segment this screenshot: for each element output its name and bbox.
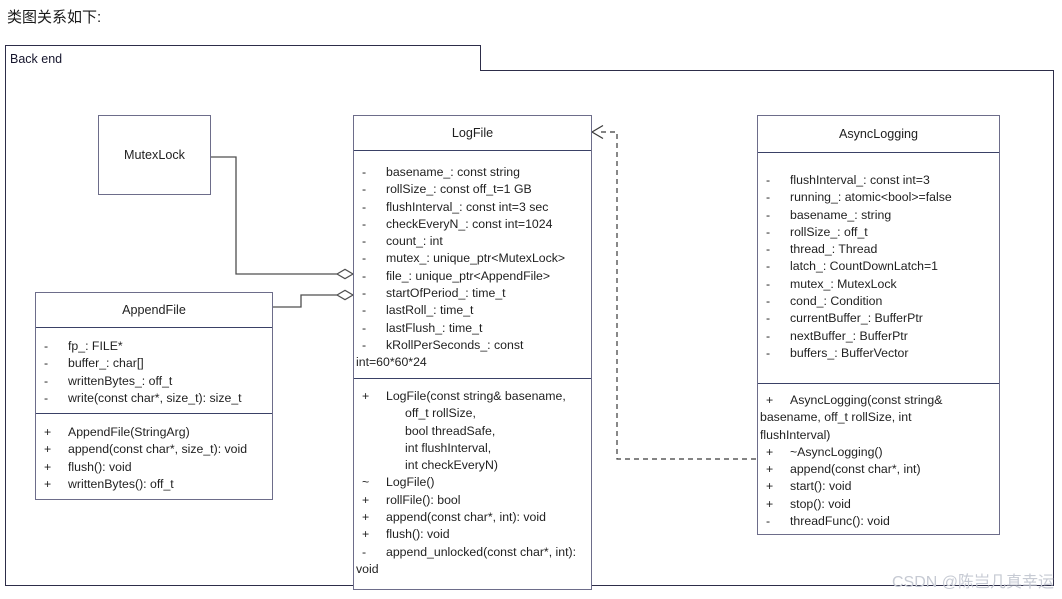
page-title: 类图关系如下: [7, 9, 102, 26]
member-row: bool threadSafe, [405, 423, 496, 438]
aggregation-diamond-icon [335, 268, 355, 280]
member-row: -kRollPerSeconds_: const [362, 337, 524, 352]
class-appendfile-header: AppendFile [36, 293, 272, 328]
class-logfile-methods: +LogFile(const string& basename, off_t ro… [354, 379, 591, 578]
class-mutexlock: MutexLock [98, 115, 211, 195]
aggregation-diamond-icon [335, 289, 355, 301]
member-row: -file_: unique_ptr<AppendFile> [362, 268, 551, 283]
member-row: -fp_: FILE* [44, 339, 123, 353]
member-row: +start(): void [766, 479, 852, 494]
member-row: +append(const char*, int) [766, 462, 921, 477]
member-row: int checkEveryN) [405, 458, 498, 473]
member-row: -running_: atomic<bool>=false [766, 190, 952, 205]
member-row: -buffers_: BufferVector [766, 345, 909, 360]
member-row: -lastRoll_: time_t [362, 303, 474, 318]
aggregation-line-mutexlock-logfile [211, 156, 337, 275]
class-mutexlock-name: MutexLock [124, 148, 185, 162]
member-row: -flushInterval_: const int=3 [766, 173, 930, 187]
member-row: +writtenBytes(): off_t [44, 476, 174, 491]
member-row: -cond_: Condition [766, 294, 883, 309]
backend-frame-label: Back end [10, 51, 63, 66]
member-row: -rollSize_: const off_t=1 GB [362, 182, 532, 197]
member-row: +AppendFile(StringArg) [44, 425, 190, 439]
member-row: int=60*60*24 [356, 355, 427, 370]
member-row: off_t rollSize, [405, 406, 476, 421]
class-asynclogging: AsyncLogging -flushInterval_: const int=… [757, 115, 1000, 535]
class-appendfile-attributes: -fp_: FILE* -buffer_: char[] -writtenBytes… [36, 328, 272, 414]
class-appendfile-methods: +AppendFile(StringArg) +append(const char… [36, 414, 272, 493]
member-row: -flushInterval_: const int=3 sec [362, 199, 549, 214]
member-row: -append_unlocked(const char*, int): [362, 544, 577, 559]
member-row: -thread_: Thread [766, 242, 878, 257]
member-row: -checkEveryN_: const int=1024 [362, 216, 553, 231]
member-row: -buffer_: char[] [44, 356, 144, 371]
member-row: -latch_: CountDownLatch=1 [766, 259, 939, 274]
class-asynclogging-methods: +AsyncLogging(const string&basename, off… [758, 384, 999, 530]
class-asynclogging-attributes: -flushInterval_: const int=3 -running_: a… [758, 153, 999, 384]
member-row: basename, off_t rollSize, int [760, 410, 912, 425]
member-row: int flushInterval, [405, 440, 492, 455]
member-row: -nextBuffer_: BufferPtr [766, 328, 908, 343]
dependency-line-asynclogging-logfile [601, 131, 757, 460]
class-logfile: LogFile -basename_: const string -rollSiz… [353, 115, 592, 590]
member-row: +flush(): void [362, 527, 450, 542]
member-row: ~LogFile() [362, 475, 435, 490]
member-row: -mutex_: MutexLock [766, 276, 897, 291]
member-row: -startOfPeriod_: time_t [362, 286, 506, 301]
class-logfile-attributes: -basename_: const string -rollSize_: cons… [354, 151, 591, 379]
aggregation-line-appendfile-logfile [273, 294, 337, 308]
member-row: +flush(): void [44, 459, 132, 474]
member-row: -writtenBytes_: off_t [44, 373, 173, 388]
member-row: -mutex_: unique_ptr<MutexLock> [362, 251, 566, 266]
class-appendfile: AppendFile -fp_: FILE* -buffer_: char[] -w… [35, 292, 273, 500]
member-row: -basename_: const string [362, 165, 520, 179]
member-row: +stop(): void [766, 496, 851, 511]
class-asynclogging-header: AsyncLogging [758, 116, 999, 153]
member-row: -count_: int [362, 234, 443, 249]
member-row: +rollFile(): bool [362, 492, 461, 507]
backend-frame-tab: Back end [5, 45, 481, 71]
member-row: -basename_: string [766, 207, 892, 222]
member-row: +AsyncLogging(const string& [766, 393, 943, 407]
member-row: -rollSize_: off_t [766, 224, 868, 239]
member-row: +LogFile(const string& basename, [362, 389, 566, 403]
class-appendfile-name: AppendFile [122, 303, 186, 317]
class-logfile-name: LogFile [451, 126, 494, 140]
member-row: -lastFlush_: time_t [362, 320, 483, 335]
csdn-watermark: CSDN @陈岂几真幸运 [891, 574, 1054, 591]
class-logfile-header: LogFile [354, 116, 591, 151]
member-row: -threadFunc(): void [766, 514, 890, 529]
class-asynclogging-name: AsyncLogging [838, 127, 919, 141]
member-row: +append(const char*, size_t): void [44, 442, 248, 457]
member-row: void [356, 561, 379, 576]
member-row: -currentBuffer_: BufferPtr [766, 311, 923, 326]
member-row: flushInterval) [760, 427, 831, 442]
member-row: +append(const char*, int): void [362, 510, 546, 525]
member-row: -write(const char*, size_t): size_t [44, 390, 242, 405]
member-row: +~AsyncLogging() [766, 444, 883, 459]
dependency-arrowhead-icon [590, 124, 604, 140]
